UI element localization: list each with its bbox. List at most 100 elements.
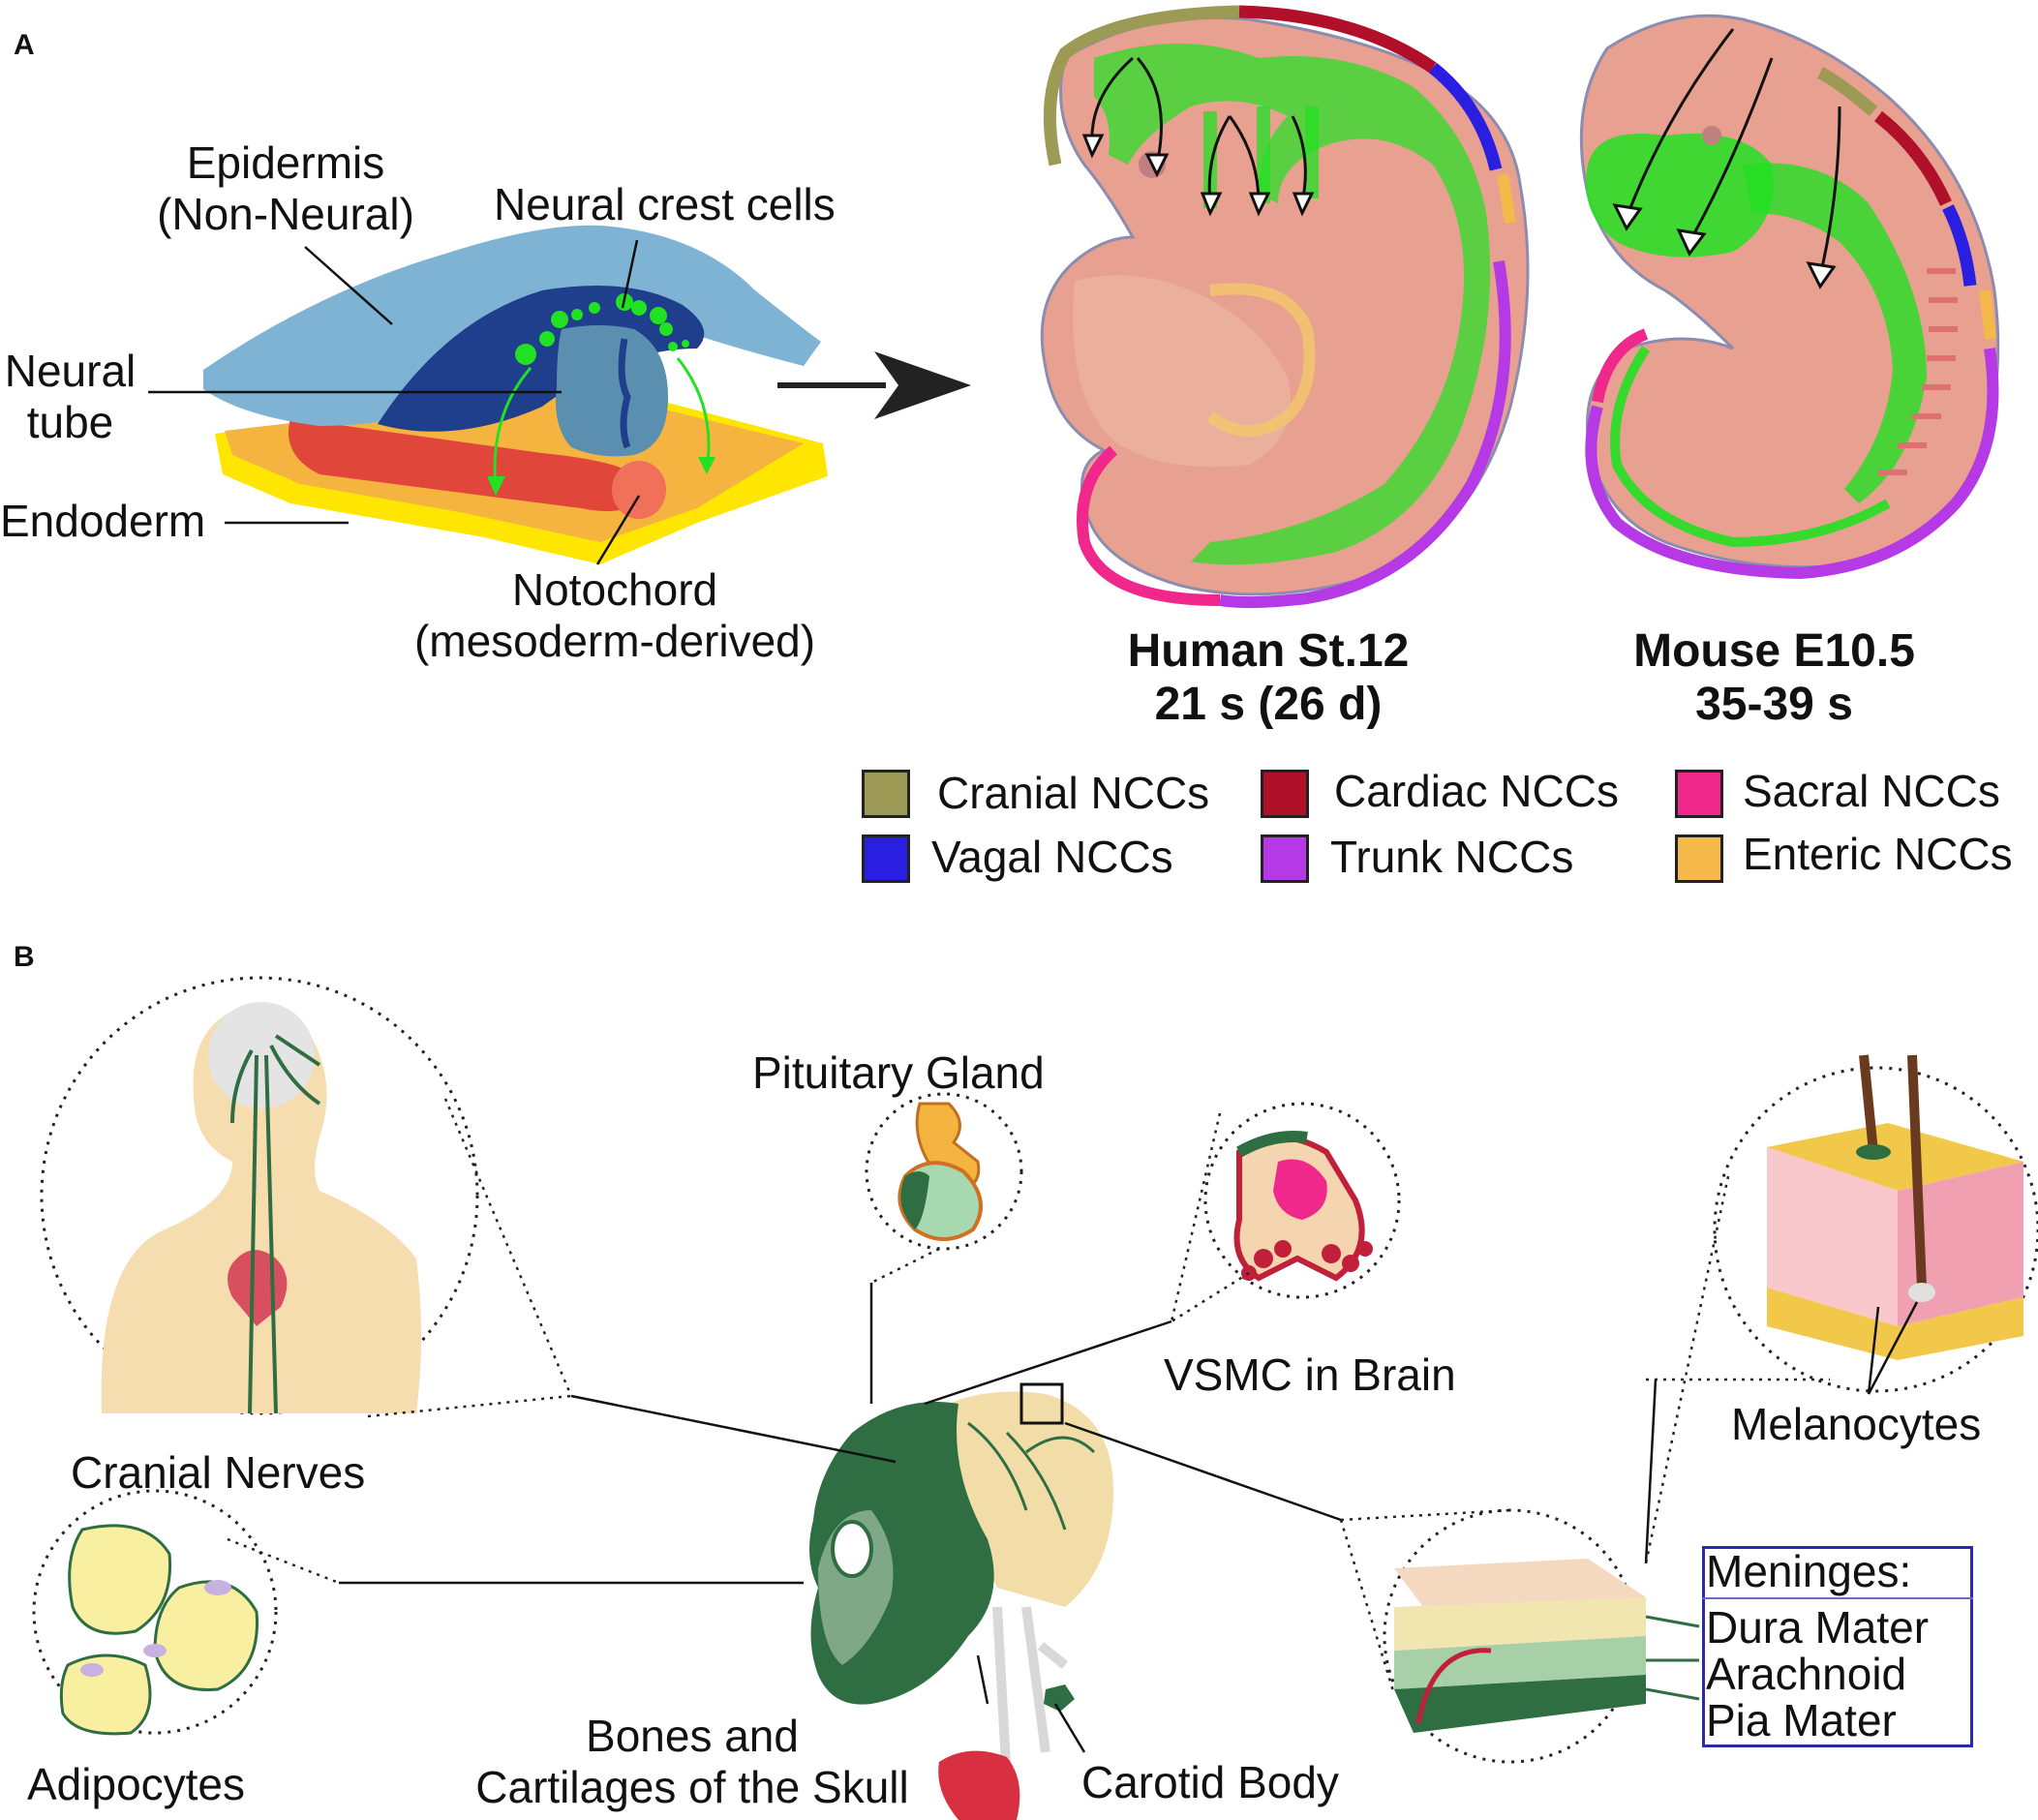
meninges-item-arachnoid: Arachnoid [1706,1649,1907,1699]
label-neural-tube-line1: Neural [4,346,137,396]
human-sacral-band [1077,445,1221,606]
skin-front [1767,1147,1898,1326]
skull [809,1382,1113,1820]
inset-dotted-connectors [227,1098,1830,1695]
meninges-arrows [1645,1615,1700,1701]
adipocyte-2 [153,1580,259,1691]
label-neural-tube-line2: tube [26,396,114,447]
human-migration-arrowheads [1081,134,1315,217]
label-notochord-line2: (mesoderm-derived) [413,615,816,666]
mouse-migration-arrowheads [1612,203,1837,289]
mouse-trunk-band [1585,348,1999,580]
adipocyte-3 [59,1653,152,1736]
meninges-box [1702,1546,1973,1747]
label-bones-line1: Bones and [586,1711,799,1761]
meninges-layer-pia [1394,1675,1646,1733]
ncc-migration-arrow-right [676,357,711,470]
neural-tube-lumen [618,338,631,449]
legend-swatch-vagal [862,834,910,883]
label-carotid-body: Carotid Body [1081,1757,1339,1807]
mouse-caption-line1: Mouse E10.5 [1633,625,1915,677]
mouse-embryo-caption: Mouse E10.5 35-39 s [1588,624,1961,731]
melanocytes-inset [1713,1054,2038,1393]
vessel-band [1236,1131,1308,1158]
label-pituitary-gland: Pituitary Gland [752,1047,1045,1098]
skull-vessels [967,1421,1096,1531]
neural-crest-dots [515,293,689,365]
mouse-cardiac-band [1873,110,1952,206]
mouse-sacral-band [1592,328,1649,404]
skin-base [1767,1288,2023,1360]
head-brain [208,1002,315,1108]
human-ncc-stream [1094,44,1491,565]
meninges-layer-arachnoid [1394,1636,1646,1689]
panel-label-a: A [14,29,35,61]
neural-tube-schematic [148,225,828,565]
label-neural-crest: Neural crest cells [494,179,836,229]
mouse-cranial-band [1816,67,1878,116]
human-trunk-band [1219,260,1511,609]
meninges-vessel [1415,1648,1492,1724]
mouse-caption-line2: 35-39 s [1695,679,1853,731]
legend-label-sacral: Sacral NCCs [1743,766,2000,816]
mouse-migration-arrows [1625,28,1841,277]
ncc-migration-arrow-left [493,367,532,490]
human-cranial-band [1043,5,1240,167]
adipocytes-inset [32,1489,278,1736]
legend-swatch-cardiac [1261,770,1309,818]
neural-plate [378,286,705,432]
legend-swatch-cranial [862,770,910,818]
skull-orbit [831,1520,873,1578]
notochord-rod [289,418,646,512]
panel-b-connectors [339,1283,1919,1753]
mouse-eye [1702,126,1721,145]
meninges-item-pia: Pia Mater [1706,1695,1897,1745]
mouse-vagal-band [1942,204,1977,287]
hair-follicle [1908,1283,1935,1302]
legend-swatch-enteric [1675,834,1723,883]
legend-label-trunk: Trunk NCCs [1330,832,1574,882]
human-caption-line2: 21 s (26 d) [1154,679,1383,731]
human-caption-line1: Human St.12 [1127,625,1410,677]
meninges-inset [1383,1508,1646,1764]
cranial-nerves-inset [40,976,479,1415]
aortic-arch [938,1750,1020,1820]
label-neural-tube: Neural tube [0,346,140,448]
leader-epidermis [304,246,393,325]
skin-top [1767,1123,2023,1191]
human-enteric-band [1497,173,1516,224]
carotid-body-cell [1044,1684,1075,1712]
leader-notochord [595,495,641,565]
label-epidermis-line1: Epidermis [186,137,385,188]
vessel-lumen [1273,1159,1327,1220]
mouse-ncc-head [1586,134,1774,258]
legend-label-enteric: Enteric NCCs [1743,829,2013,879]
meninges-item-dura: Dura Mater [1706,1602,1930,1653]
hair-shaft-2 [1907,1054,1927,1289]
mouse-ncc-ventral [1610,346,1891,548]
human-embryo [1040,5,1530,609]
mouse-enteric-band [1979,289,1996,340]
ncc-migration-arrow-left-head [487,476,505,496]
legend-label-vagal: Vagal NCCs [931,832,1173,882]
label-bones-line2: Cartilages of the Skull [475,1761,909,1812]
body-silhouette [101,1005,422,1413]
pituitary-inset [865,1092,1023,1251]
label-epidermis-line2: (Non-Neural) [157,188,414,239]
meninges-roi-box [1019,1382,1064,1425]
cranial-nerve-fibers [230,1034,321,1414]
pituitary-dark-lobe [900,1171,929,1229]
label-notochord: Notochord (mesoderm-derived) [387,564,842,667]
hair-shaft-1 [1859,1054,1878,1153]
mouse-somites [1878,268,1958,475]
meninges-divider [1702,1597,1973,1599]
pituitary-stalk [915,1102,981,1193]
adipocyte-nucleus-3 [80,1663,104,1677]
carotid-vessels [992,1606,1069,1782]
pore [1856,1144,1891,1160]
label-endoderm: Endoderm [0,496,206,546]
adipocyte-1 [68,1524,172,1635]
mouse-ncc-trunk [1743,163,1927,504]
mouse-embryo-body [1579,14,2000,569]
